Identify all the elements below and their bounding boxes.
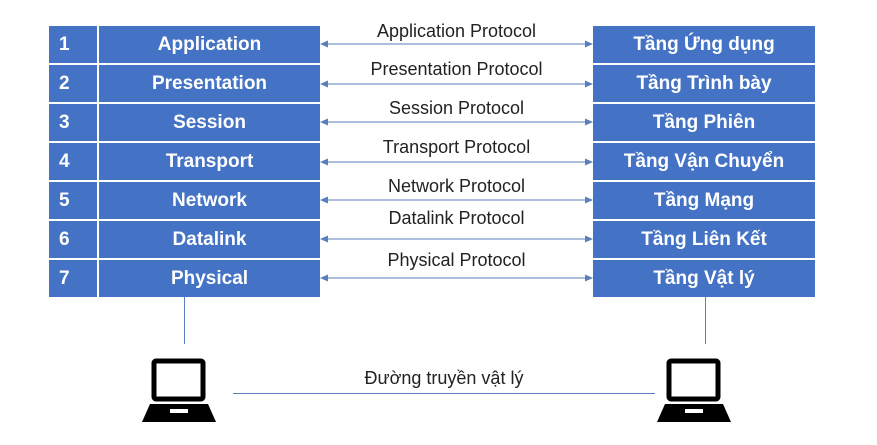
right-layer-row: Tầng Vận Chuyển [593, 143, 815, 180]
layer-name-vn: Tầng Phiên [652, 112, 756, 133]
layer-name: Physical [170, 268, 249, 289]
protocol-label: Network Protocol [387, 176, 526, 196]
double-arrow-icon [320, 40, 593, 48]
layer-name-vn: Tầng Vận Chuyển [623, 151, 785, 172]
layer-number: 4 [49, 143, 99, 180]
double-arrow-icon [320, 80, 593, 88]
right-layer-row: Tầng Phiên [593, 104, 815, 141]
double-arrow-icon [320, 118, 593, 126]
layer-name: Application [157, 34, 262, 55]
layer-number: 3 [49, 104, 99, 141]
double-arrow-icon [320, 196, 593, 204]
layer-name-vn: Tầng Mạng [653, 190, 755, 211]
layer-name-vn: Tầng Vật lý [653, 268, 755, 289]
left-connector-line [184, 297, 185, 345]
left-layer-row: 1 Application [49, 26, 320, 63]
right-layer-row: Tầng Ứng dụng [593, 26, 815, 63]
right-layer-row: Tầng Liên Kết [593, 221, 815, 258]
layer-number: 7 [49, 260, 99, 297]
protocol-label: Presentation Protocol [370, 59, 543, 79]
layer-name: Datalink [172, 229, 247, 250]
right-laptop-icon [655, 344, 733, 440]
protocol-label: Datalink Protocol [388, 208, 525, 228]
layer-name: Network [172, 190, 247, 211]
right-layer-row: Tầng Vật lý [593, 260, 815, 297]
left-layer-row: 7 Physical [49, 260, 320, 297]
layer-name: Session [173, 112, 246, 133]
layer-name-vn: Tầng Liên Kết [641, 229, 767, 250]
physical-link-line [233, 393, 655, 394]
protocol-label: Transport Protocol [382, 137, 531, 157]
double-arrow-icon [320, 274, 593, 282]
right-connector-line [705, 297, 706, 345]
left-layer-row: 4 Transport [49, 143, 320, 180]
protocol-label: Session Protocol [388, 98, 525, 118]
left-layer-row: 2 Presentation [49, 65, 320, 102]
layer-name: Transport [165, 151, 254, 172]
left-layer-row: 3 Session [49, 104, 320, 141]
right-layer-row: Tầng Mạng [593, 182, 815, 219]
protocol-label: Physical Protocol [387, 250, 526, 270]
layer-name: Presentation [151, 73, 268, 94]
double-arrow-icon [320, 235, 593, 243]
layer-number: 2 [49, 65, 99, 102]
protocol-label: Application Protocol [376, 21, 537, 41]
physical-link-label: Đường truyền vật lý [364, 368, 524, 388]
left-layer-row: 5 Network [49, 182, 320, 219]
layer-number: 6 [49, 221, 99, 258]
layer-number: 5 [49, 182, 99, 219]
layer-number: 1 [49, 26, 99, 63]
left-layer-row: 6 Datalink [49, 221, 320, 258]
layer-name-vn: Tầng Trình bày [636, 73, 772, 94]
double-arrow-icon [320, 158, 593, 166]
right-layer-row: Tầng Trình bày [593, 65, 815, 102]
layer-name-vn: Tầng Ứng dụng [633, 34, 775, 55]
left-laptop-icon [140, 344, 218, 440]
